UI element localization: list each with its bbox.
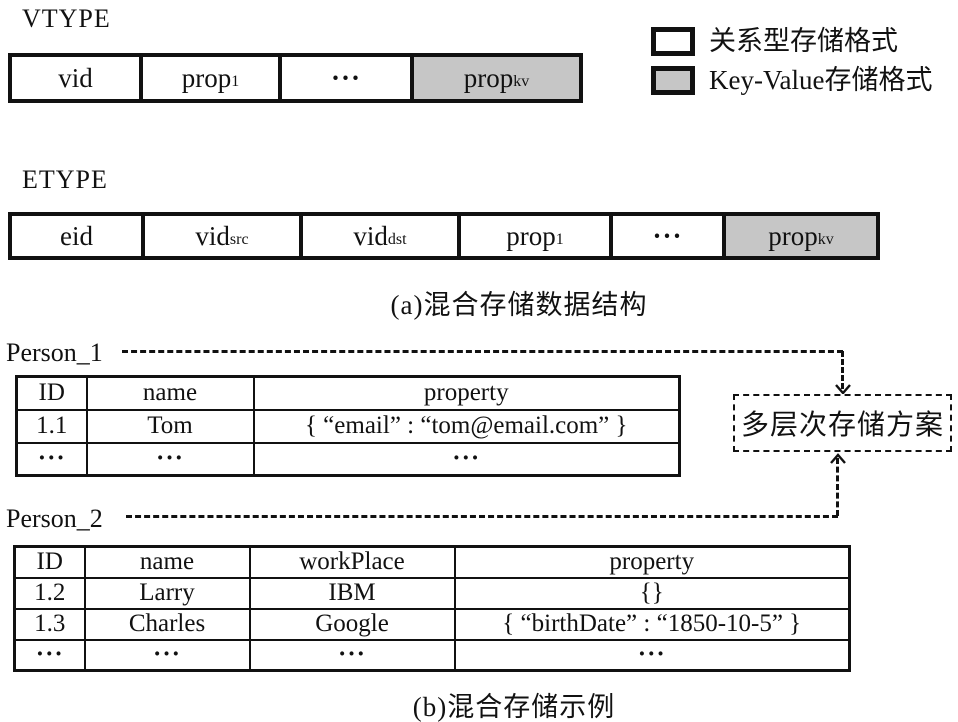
down-arrowhead-icon <box>835 384 851 395</box>
person2-header-row: ID name workPlace property <box>13 545 851 579</box>
person2-cell-property-ellipsis: ··· <box>453 638 851 671</box>
person2-cell-workplace-1: IBM <box>248 576 456 610</box>
vtype-title: VTYPE <box>22 4 111 33</box>
vtype-cell-ellipsis: ··· <box>282 57 414 99</box>
keyvalue-format-swatch-icon <box>651 65 695 95</box>
person1-row-1: 1.1 Tom { “email” : “tom@email.com” } <box>15 408 681 444</box>
up-arrowhead-icon <box>830 453 846 464</box>
etype-cell-propkv-subscript: kv <box>817 231 834 248</box>
legend-label-keyvalue: Key-Value存储格式 <box>709 65 933 95</box>
etype-cell-ellipsis-label: ··· <box>652 220 683 251</box>
person2-connector-vertical <box>836 458 839 516</box>
legend: 关系型存储格式 Key-Value存储格式 <box>651 26 932 104</box>
etype-cell-vidsrc-subscript: src <box>229 231 249 248</box>
etype-cell-vidsrc-label: vid <box>195 220 230 251</box>
person1-cell-name: Tom <box>85 408 255 444</box>
person1-header-name: name <box>85 375 255 411</box>
etype-cell-ellipsis: ··· <box>613 216 726 256</box>
person1-cell-id: 1.1 <box>15 408 88 444</box>
person2-header-workplace: workPlace <box>248 545 456 579</box>
person2-cell-name-1: Larry <box>83 576 251 610</box>
vtype-cell-prop1-subscript: 1 <box>231 73 240 90</box>
caption-b: (b)混合存储示例 <box>412 692 616 722</box>
vtype-cell-propkv-subscript: kv <box>513 73 530 90</box>
etype-cell-viddst-subscript: dst <box>387 231 407 248</box>
person1-header-property: property <box>252 375 681 411</box>
person2-header-name: name <box>83 545 251 579</box>
person2-cell-property-2: { “birthDate” : “1850-10-5” } <box>453 607 851 641</box>
person1-cell-property-ellipsis: ··· <box>252 441 681 477</box>
scheme-box: 多层次存储方案 <box>733 394 952 452</box>
person1-table: ID name property 1.1 Tom { “email” : “to… <box>15 375 681 477</box>
etype-cell-viddst-label: vid <box>353 220 388 251</box>
person2-cell-id-ellipsis: ··· <box>13 638 86 671</box>
person1-header-id: ID <box>15 375 88 411</box>
person2-cell-name-2: Charles <box>83 607 251 641</box>
person1-label: Person_1 <box>6 338 103 367</box>
etype-cell-propkv-label: prop <box>768 220 818 251</box>
relational-format-swatch-icon <box>651 26 695 56</box>
scheme-box-label: 多层次存储方案 <box>740 410 944 441</box>
person2-cell-id-2: 1.3 <box>13 607 86 641</box>
etype-cell-eid: eid <box>12 216 145 256</box>
caption-a: (a)混合存储数据结构 <box>390 290 648 320</box>
vtype-cell-vid-label: vid <box>58 62 93 93</box>
person2-row-1: 1.2 Larry IBM {} <box>13 576 851 610</box>
person2-row-ellipsis: ··· ··· ··· ··· <box>13 638 851 671</box>
vtype-cell-prop1-label: prop <box>181 62 232 93</box>
legend-item-relational: 关系型存储格式 <box>651 26 932 56</box>
etype-title: ETYPE <box>22 165 108 194</box>
person2-cell-workplace-2: Google <box>248 607 456 641</box>
person2-cell-name-ellipsis: ··· <box>83 638 251 671</box>
person2-cell-property-1: {} <box>453 576 851 610</box>
person2-header-property: property <box>453 545 851 579</box>
person1-connector-horizontal <box>122 350 843 353</box>
person2-connector-horizontal <box>126 515 838 518</box>
etype-cell-eid-label: eid <box>60 220 93 251</box>
person2-cell-id-1: 1.2 <box>13 576 86 610</box>
person1-cell-property: { “email” : “tom@email.com” } <box>252 408 681 444</box>
legend-label-relational: 关系型存储格式 <box>709 26 898 56</box>
person2-header-id: ID <box>13 545 86 579</box>
legend-item-keyvalue: Key-Value存储格式 <box>651 65 932 95</box>
person2-cell-workplace-ellipsis: ··· <box>248 638 456 671</box>
person1-header-row: ID name property <box>15 375 681 411</box>
person2-label: Person_2 <box>6 504 103 533</box>
vtype-cell-propkv-label: prop <box>463 62 514 93</box>
person1-row-ellipsis: ··· ··· ··· <box>15 441 681 477</box>
vtype-cell-ellipsis-label: ··· <box>330 62 361 93</box>
vtype-cell-vid: vid <box>12 57 143 99</box>
person2-table: ID name workPlace property 1.2 Larry IBM… <box>13 545 851 672</box>
etype-cell-prop1-subscript: 1 <box>555 231 564 248</box>
etype-cell-prop1-label: prop <box>506 220 556 251</box>
person1-cell-id-ellipsis: ··· <box>15 441 88 477</box>
person2-row-2: 1.3 Charles Google { “birthDate” : “1850… <box>13 607 851 641</box>
person1-connector-vertical <box>841 351 844 389</box>
person1-cell-name-ellipsis: ··· <box>85 441 255 477</box>
